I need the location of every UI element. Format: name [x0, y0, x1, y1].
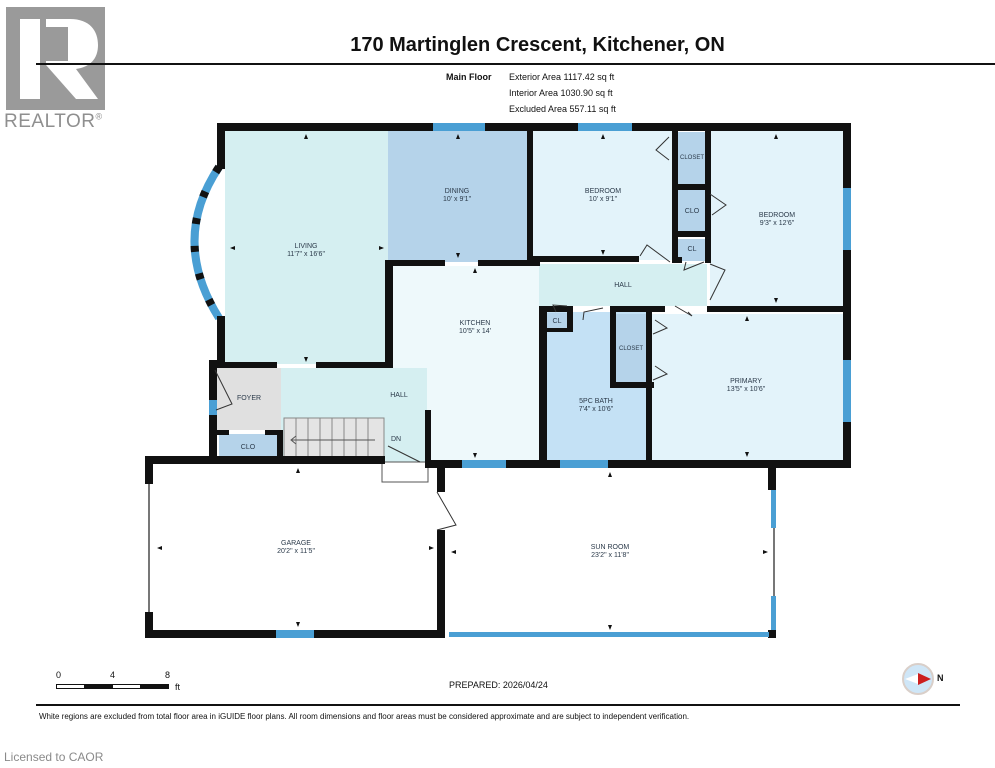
closet-clo	[678, 190, 706, 234]
footer-divider	[36, 704, 960, 706]
scale-bar	[56, 684, 169, 689]
scale-tick-0: 0	[56, 670, 62, 680]
room-primary	[652, 314, 844, 460]
prepared-date: PREPARED: 2026/04/24	[449, 680, 548, 690]
closet-label-primary: CLOSET	[618, 346, 644, 352]
excluded-area: Excluded Area 557.11 sq ft	[509, 104, 616, 114]
floor-label: Main Floor	[446, 72, 492, 82]
interior-area: Interior Area 1030.90 sq ft	[509, 88, 613, 98]
doors	[214, 136, 727, 531]
room-label-hall-lower: HALL	[390, 392, 408, 399]
scale-tick-8: 8	[165, 670, 171, 680]
stairs	[283, 417, 429, 483]
room-dining	[388, 130, 528, 262]
compass-icon	[902, 663, 934, 695]
realtor-text: REALTOR	[4, 111, 96, 132]
registered-mark: ®	[95, 111, 103, 122]
closet-label-cl-bed: CL	[687, 246, 697, 253]
disclaimer-text: White regions are excluded from total fl…	[39, 712, 690, 721]
room-bedroom-1	[532, 130, 674, 260]
realtor-wordmark: REALTOR®	[4, 111, 103, 133]
closet-label-top: CLOSET	[679, 155, 705, 161]
room-foyer	[217, 368, 281, 430]
exterior-area: Exterior Area 1117.42 sq ft	[509, 72, 615, 82]
closet-clo-foyer	[219, 434, 279, 460]
closet-label-clo: CLO	[684, 208, 700, 215]
windows	[209, 123, 851, 638]
closet-cl-bed	[678, 239, 706, 261]
closet-label-cl-bath: CL	[552, 318, 562, 325]
stairs-down-label: DN	[390, 436, 402, 443]
room-hall-upper	[539, 264, 707, 306]
address-title: 170 Martinglen Crescent, Kitchener, ON	[350, 34, 725, 56]
header-divider	[36, 63, 995, 65]
license-watermark: Licensed to CAOR	[4, 750, 104, 764]
bay-window	[190, 164, 223, 321]
room-bedroom-2	[710, 130, 844, 308]
scale-tick-4: 4	[110, 670, 116, 680]
closet-primary	[616, 314, 646, 384]
dimension-markers	[157, 134, 778, 630]
page-title: 170 Martinglen Crescent, Kitchener, ON	[40, 34, 995, 57]
closet-label-clo-foyer: CLO	[240, 444, 256, 451]
room-label-foyer: FOYER	[236, 395, 262, 402]
room-living	[225, 130, 388, 364]
scale-unit: ft	[175, 682, 181, 692]
compass-north-label: N	[937, 673, 944, 683]
room-label-hall-upper: HALL	[614, 282, 632, 289]
realtor-logo	[6, 7, 105, 110]
realtor-r-icon	[20, 19, 98, 99]
